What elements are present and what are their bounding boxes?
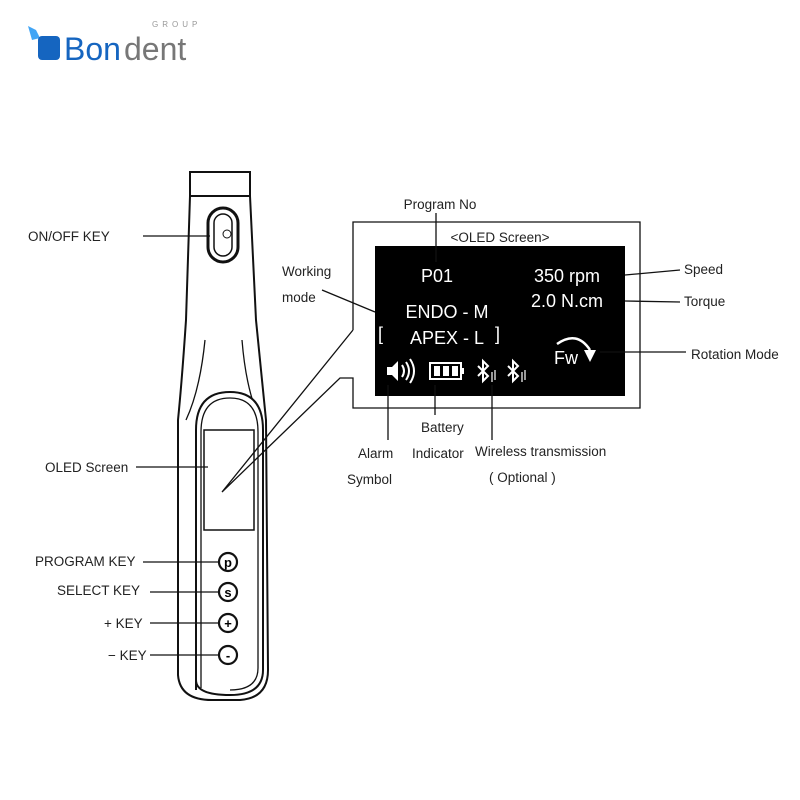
plus-key-glyph: + (224, 616, 232, 631)
label-battery-2: Indicator (412, 446, 464, 461)
mode-line-2: APEX - L (410, 328, 484, 348)
minus-key-glyph: - (226, 648, 230, 663)
label-torque: Torque (684, 294, 725, 309)
pen-oled-screen (203, 429, 255, 531)
label-speed: Speed (684, 262, 723, 277)
minus-key[interactable]: - (217, 644, 239, 666)
bracket-close: ] (495, 324, 500, 344)
oled-display (375, 246, 625, 396)
logo-group: GROUP (152, 20, 201, 29)
logo-text-bon: Bon (64, 31, 121, 67)
label-minus-key: − KEY (108, 648, 147, 663)
handpiece: p s + - (177, 171, 270, 701)
label-wireless-2: ( Optional ) (489, 470, 556, 485)
oled-screen-title: <OLED Screen> (450, 230, 549, 245)
power-icon (222, 229, 232, 239)
select-key-glyph: s (224, 585, 231, 600)
program-key-glyph: p (224, 555, 232, 570)
program-number: P01 (421, 266, 453, 286)
label-program-key: PROGRAM KEY (35, 554, 136, 569)
plus-key[interactable]: + (217, 612, 239, 634)
torque-value: 2.0 N.cm (531, 291, 603, 311)
bondent-logo: Bon dent GROUP (28, 20, 201, 67)
label-battery-1: Battery (421, 420, 464, 435)
label-wireless-1: Wireless transmission (475, 444, 606, 459)
bluetooth-icon-2 (507, 358, 526, 384)
bluetooth-icon (477, 358, 496, 384)
label-alarm-2: Symbol (347, 472, 392, 487)
speed-value: 350 rpm (534, 266, 600, 286)
oled-callout-frame (221, 221, 641, 493)
logo-text-dent: dent (124, 31, 186, 67)
logo-mark-light (28, 26, 40, 40)
label-rotation-mode: Rotation Mode (691, 347, 779, 362)
speaker-icon (387, 358, 415, 384)
program-key[interactable]: p (217, 551, 239, 573)
logo-mark-dark (38, 36, 60, 60)
label-alarm-1: Alarm (358, 446, 393, 461)
select-key[interactable]: s (217, 581, 239, 603)
label-plus-key: + KEY (104, 616, 143, 631)
label-select-key: SELECT KEY (57, 583, 140, 598)
rotation-value: Fw (554, 348, 579, 368)
label-working-mode-1: Working (282, 264, 331, 279)
label-program-no: Program No (404, 197, 477, 212)
bracket-open: [ (378, 324, 383, 344)
mode-line-1: ENDO - M (406, 302, 489, 322)
battery-icon (429, 362, 464, 380)
pen-cap (189, 171, 251, 197)
label-on-off-key: ON/OFF KEY (28, 229, 110, 244)
rotation-arrow-icon (556, 337, 596, 362)
label-working-mode-2: mode (282, 290, 316, 305)
label-oled-screen: OLED Screen (45, 460, 128, 475)
